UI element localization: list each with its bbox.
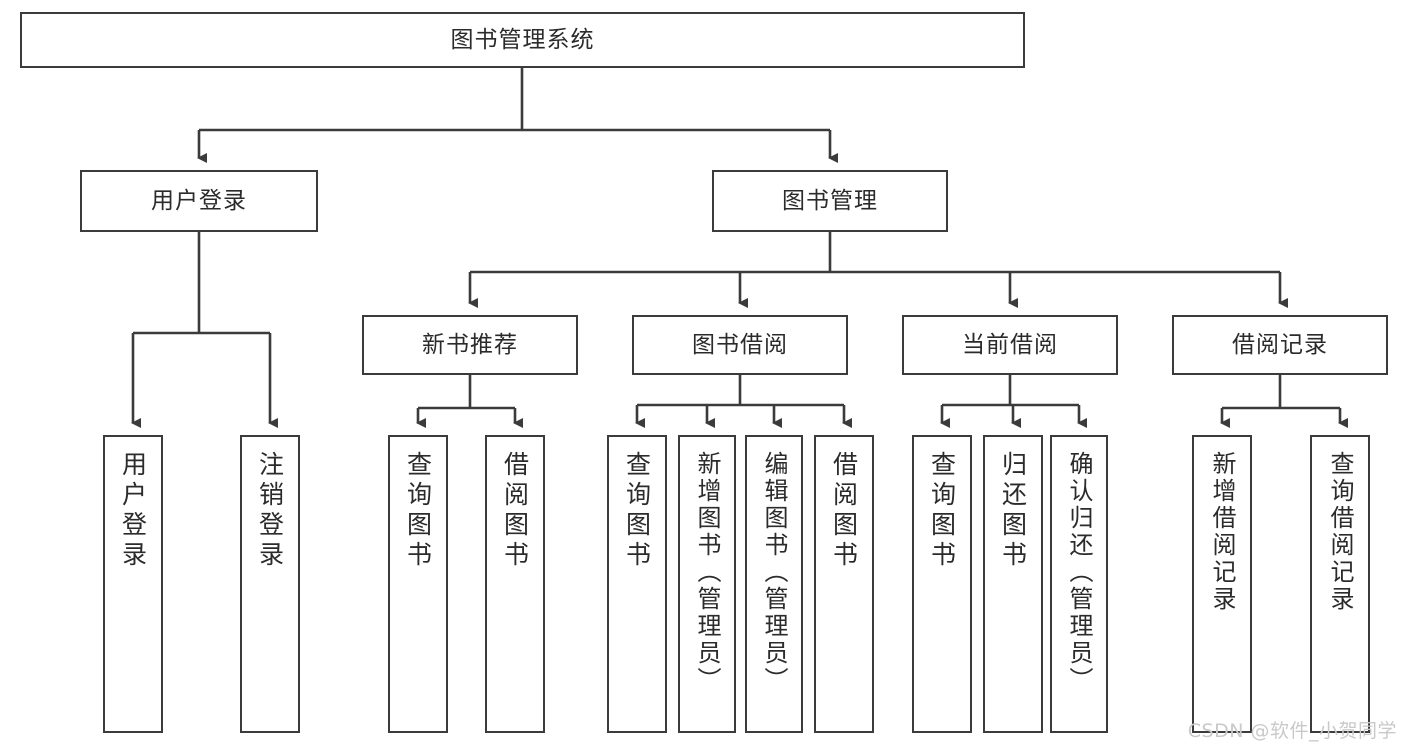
node-leaf-query-record-label: 查询借阅记录 <box>1326 451 1354 613</box>
node-leaf-add-record-label: 新增借阅记录 <box>1208 451 1236 613</box>
node-leaf-logout[interactable]: 注销登录 <box>240 435 300 733</box>
node-leaf-user-login-label: 用户登录 <box>118 451 148 571</box>
node-book-borrow[interactable]: 图书借阅 <box>632 315 848 375</box>
node-leaf-query-book-3[interactable]: 查询图书 <box>912 435 972 733</box>
node-leaf-borrow-book-2[interactable]: 借阅图书 <box>814 435 874 733</box>
node-user-login-label: 用户登录 <box>151 187 247 214</box>
node-leaf-add-book[interactable]: 新增图书（管理员） <box>678 435 736 733</box>
node-leaf-borrow-book-1[interactable]: 借阅图书 <box>485 435 545 733</box>
node-leaf-query-book-1-label: 查询图书 <box>403 451 433 571</box>
node-leaf-borrow-book-1-label: 借阅图书 <box>500 451 530 571</box>
node-book-borrow-label: 图书借阅 <box>692 331 788 358</box>
node-leaf-borrow-book-2-label: 借阅图书 <box>829 451 859 571</box>
node-leaf-user-login[interactable]: 用户登录 <box>103 435 163 733</box>
node-root[interactable]: 图书管理系统 <box>20 12 1025 68</box>
node-leaf-confirm-return-label: 确认归还（管理员） <box>1065 451 1093 694</box>
node-borrow-record[interactable]: 借阅记录 <box>1172 315 1388 375</box>
node-user-login[interactable]: 用户登录 <box>80 170 318 232</box>
node-leaf-add-record[interactable]: 新增借阅记录 <box>1192 435 1252 733</box>
csdn-watermark: CSDN @软件_小贺同学 <box>1187 720 1397 742</box>
node-current-borrow-label: 当前借阅 <box>962 331 1058 358</box>
node-leaf-query-book-1[interactable]: 查询图书 <box>388 435 448 733</box>
node-leaf-edit-book[interactable]: 编辑图书（管理员） <box>745 435 803 733</box>
node-book-manage-label: 图书管理 <box>782 187 878 214</box>
node-root-label: 图书管理系统 <box>450 26 595 53</box>
node-leaf-confirm-return[interactable]: 确认归还（管理员） <box>1050 435 1108 733</box>
node-book-manage[interactable]: 图书管理 <box>712 170 948 232</box>
node-current-borrow[interactable]: 当前借阅 <box>902 315 1118 375</box>
node-leaf-logout-label: 注销登录 <box>255 451 285 571</box>
node-leaf-query-book-2[interactable]: 查询图书 <box>607 435 667 733</box>
node-new-book-rec-label: 新书推荐 <box>422 331 518 358</box>
node-leaf-query-book-3-label: 查询图书 <box>927 451 957 571</box>
node-new-book-rec[interactable]: 新书推荐 <box>362 315 578 375</box>
node-leaf-query-book-2-label: 查询图书 <box>622 451 652 571</box>
node-borrow-record-label: 借阅记录 <box>1232 331 1328 358</box>
node-leaf-edit-book-label: 编辑图书（管理员） <box>760 451 788 694</box>
node-leaf-return-book[interactable]: 归还图书 <box>983 435 1043 733</box>
node-leaf-add-book-label: 新增图书（管理员） <box>693 451 721 694</box>
node-leaf-return-book-label: 归还图书 <box>998 451 1028 571</box>
node-leaf-query-record[interactable]: 查询借阅记录 <box>1310 435 1370 733</box>
